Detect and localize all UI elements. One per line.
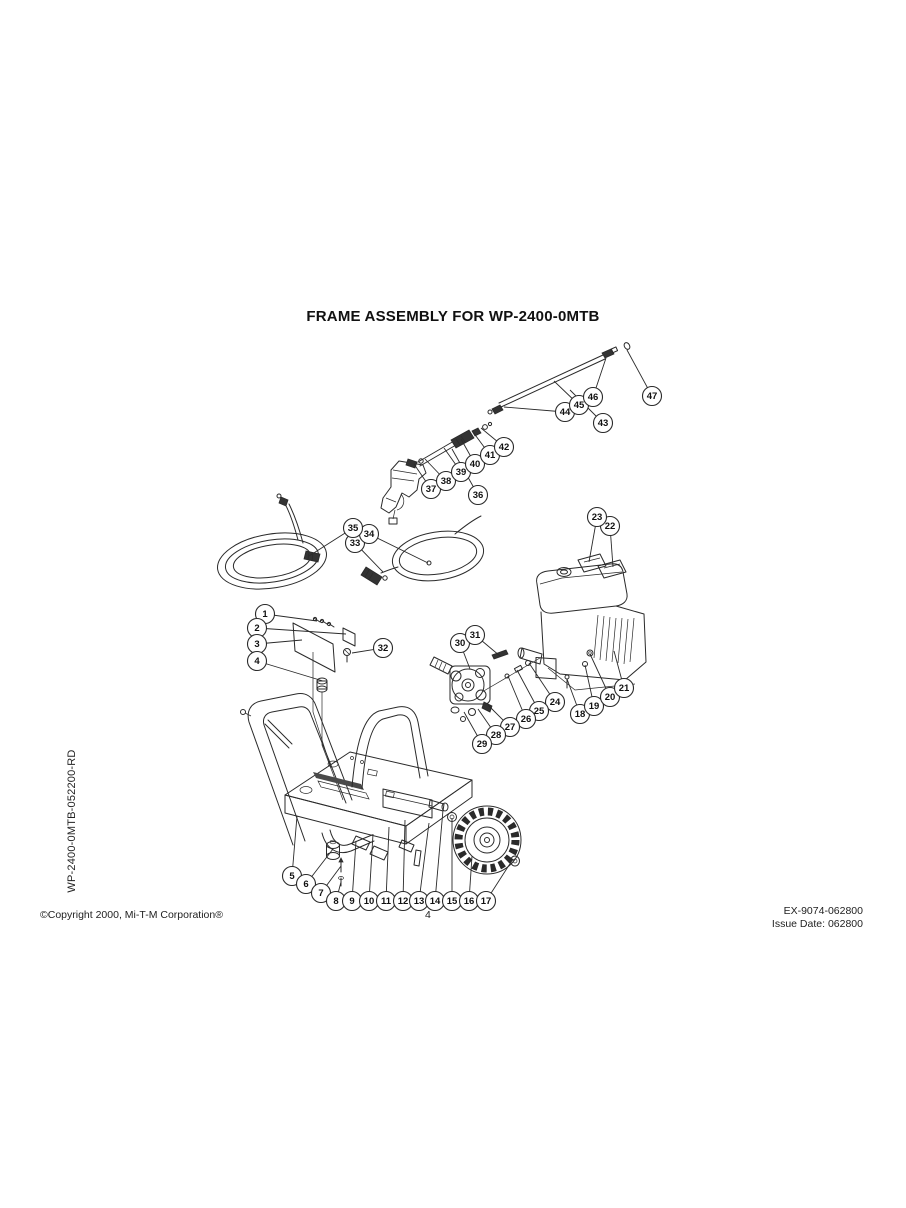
lance-assembly: [487, 342, 631, 415]
svg-text:10: 10: [364, 896, 375, 907]
callout-12: 12: [392, 819, 414, 912]
doc-number: EX-9074-062800: [783, 905, 863, 917]
svg-text:42: 42: [499, 442, 510, 453]
callout-9: 9: [341, 840, 363, 912]
callout-46: 46: [582, 357, 607, 408]
svg-text:40: 40: [470, 459, 481, 470]
svg-text:3: 3: [254, 639, 259, 650]
callout-15: 15: [441, 818, 463, 912]
svg-text:41: 41: [485, 450, 496, 461]
svg-text:19: 19: [589, 701, 600, 712]
svg-text:5: 5: [289, 871, 295, 882]
svg-text:7: 7: [318, 888, 323, 899]
svg-text:43: 43: [598, 418, 609, 429]
document-number-block: EX-9074-062800 Issue Date: 062800: [772, 905, 863, 931]
callout-47: 47: [626, 349, 663, 407]
callout-35: 35: [308, 517, 364, 557]
callout-42: 42: [480, 427, 515, 458]
svg-text:23: 23: [592, 512, 603, 523]
svg-text:8: 8: [333, 896, 338, 907]
svg-text:6: 6: [303, 879, 308, 890]
svg-text:2: 2: [254, 623, 259, 634]
svg-text:24: 24: [550, 697, 561, 708]
copyright-text: ©Copyright 2000, Mi-T-M Corporation®: [40, 909, 223, 921]
svg-text:14: 14: [430, 896, 441, 907]
svg-text:9: 9: [349, 896, 354, 907]
svg-text:47: 47: [647, 391, 658, 402]
callout-33: 33: [344, 532, 384, 573]
callout-8: 8: [325, 881, 347, 912]
spray-gun-wand-assembly: [380, 421, 493, 525]
svg-text:38: 38: [441, 476, 452, 487]
callout-19: 19: [583, 664, 605, 717]
svg-text:26: 26: [521, 714, 532, 725]
svg-text:12: 12: [398, 896, 409, 907]
callout-13: 13: [408, 822, 430, 912]
issue-date: Issue Date: 062800: [771, 918, 863, 930]
callout-1: 1: [254, 603, 318, 625]
svg-text:28: 28: [491, 730, 502, 741]
callout-38: 38: [424, 458, 457, 492]
callout-20: 20: [589, 653, 621, 708]
callout-43: 43: [569, 389, 614, 434]
svg-text:35: 35: [348, 523, 359, 534]
svg-text:17: 17: [481, 896, 492, 907]
svg-text:30: 30: [455, 638, 466, 649]
svg-text:20: 20: [605, 692, 616, 703]
callout-37: 37: [413, 463, 442, 500]
svg-text:32: 32: [378, 643, 389, 654]
svg-text:37: 37: [426, 484, 437, 495]
callout-2: 2: [246, 617, 347, 639]
callout-6: 6: [295, 848, 334, 895]
svg-text:27: 27: [505, 722, 516, 733]
engine-assembly: [517, 553, 647, 691]
svg-text:16: 16: [464, 896, 475, 907]
svg-text:45: 45: [574, 400, 585, 411]
svg-text:33: 33: [350, 538, 361, 549]
wheel-assembly: [452, 805, 522, 875]
callout-4: 4: [246, 650, 324, 682]
svg-text:13: 13: [414, 896, 425, 907]
callout-5: 5: [281, 815, 303, 887]
callout-32: 32: [351, 637, 394, 659]
svg-text:34: 34: [364, 529, 375, 540]
chemical-hose-strainer: [360, 515, 485, 586]
svg-text:1: 1: [262, 609, 268, 620]
callout-31: 31: [464, 624, 501, 657]
callout-3: 3: [246, 633, 303, 655]
page-title: FRAME ASSEMBLY FOR WP-2400-0MTB: [306, 308, 600, 325]
svg-text:18: 18: [575, 709, 586, 720]
callout-40: 40: [460, 438, 486, 475]
callout-28: 28: [477, 708, 507, 746]
svg-text:46: 46: [588, 392, 599, 403]
cart-frame-assembly: [240, 693, 473, 887]
svg-text:21: 21: [619, 683, 630, 694]
callout-10: 10: [358, 833, 380, 912]
svg-text:4: 4: [254, 656, 260, 667]
callout-24: 24: [528, 662, 566, 713]
svg-text:11: 11: [381, 896, 392, 907]
callout-17: 17: [475, 858, 514, 912]
svg-text:31: 31: [470, 630, 481, 641]
page-number: 4: [425, 909, 431, 921]
svg-text:22: 22: [605, 521, 616, 532]
callout-11: 11: [375, 826, 397, 912]
pump-assembly: [429, 649, 541, 722]
svg-text:15: 15: [447, 896, 458, 907]
pressure-hose-coil: [217, 493, 327, 590]
callout-21: 21: [613, 650, 635, 699]
svg-text:39: 39: [456, 467, 467, 478]
callout-23: 23: [586, 506, 608, 563]
svg-text:44: 44: [560, 407, 571, 418]
callout-44: 44: [503, 401, 576, 423]
svg-text:36: 36: [473, 490, 484, 501]
callout-26: 26: [507, 675, 537, 730]
svg-text:29: 29: [477, 739, 488, 750]
panel-group: [292, 616, 356, 801]
svg-text:25: 25: [534, 706, 545, 717]
callout-29: 29: [463, 711, 493, 755]
callout-34: 34: [358, 523, 429, 564]
